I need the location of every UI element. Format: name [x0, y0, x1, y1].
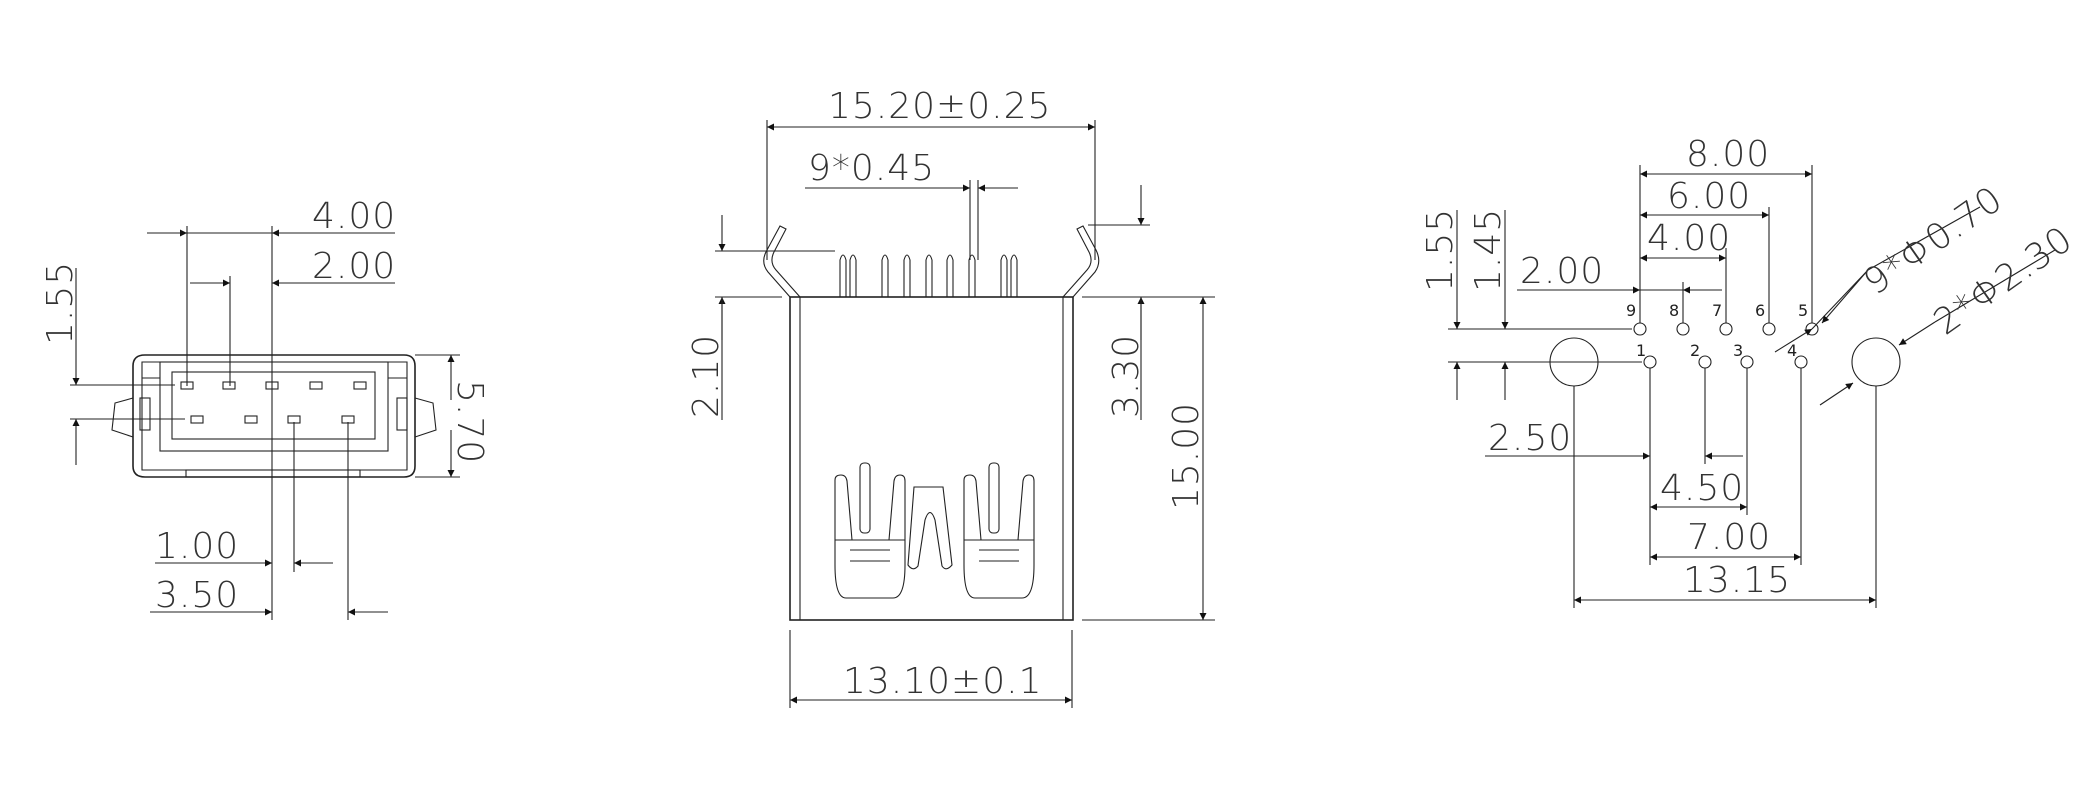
dim-4-00: 4.00 [312, 196, 396, 237]
dim-15-00: 15.00 [1166, 402, 1207, 510]
port-contacts [834, 462, 1035, 599]
dim-15-20: 15.20±0.25 [828, 86, 1051, 127]
dim-2-00: 2.00 [312, 246, 396, 287]
shell-body [789, 296, 1074, 621]
pin-label: 9 [1626, 301, 1636, 320]
dim-4-00: 4.00 [1647, 218, 1731, 259]
pin-tails [839, 254, 1018, 297]
pin-label: 8 [1669, 301, 1679, 320]
pin-label: 7 [1712, 301, 1722, 320]
dim-3-30: 3.30 [1106, 334, 1147, 418]
pin-holes-bottom [1643, 355, 1808, 369]
dim-1-45: 1.45 [1468, 208, 1509, 292]
pin-label: 4 [1787, 341, 1797, 360]
pin-label: 2 [1690, 341, 1700, 360]
dim-7-00: 7.00 [1687, 517, 1771, 558]
dim-5-70: 5.70 [449, 380, 490, 464]
pcb-layout: 9 8 7 6 5 1 2 3 4 8.00 6.00 4.00 2.00 1.… [1420, 134, 2080, 608]
pin-row-top [180, 381, 367, 390]
pin-label: 1 [1636, 341, 1646, 360]
dim-2-50: 2.50 [1488, 418, 1572, 459]
front-view: 4.00 2.00 1.55 5.70 1.00 3.50 [40, 196, 490, 620]
dim-13-10: 13.10±0.1 [843, 661, 1042, 702]
mount-hole-right [1851, 337, 1901, 387]
dim-1-00: 1.00 [155, 526, 239, 567]
pin-holes-top [1633, 322, 1819, 336]
side-view: 15.20±0.25 9*0.45 2.10 3.30 15.00 13.10±… [686, 86, 1215, 708]
dim-2-00: 2.00 [1520, 251, 1604, 292]
dim-2-10: 2.10 [686, 334, 727, 418]
dim-1-55: 1.55 [1420, 208, 1461, 292]
pin-label: 6 [1755, 301, 1765, 320]
dim-3-50: 3.50 [155, 575, 239, 616]
housing-outline [132, 354, 416, 478]
pin-label: 3 [1733, 341, 1743, 360]
dim-1-55: 1.55 [40, 261, 81, 345]
dim-9x0-45: 9*0.45 [808, 148, 935, 189]
dim-4-50: 4.50 [1660, 468, 1744, 509]
dim-8-00: 8.00 [1686, 134, 1770, 175]
dim-6-00: 6.00 [1667, 176, 1751, 217]
pin-label: 5 [1798, 301, 1808, 320]
dim-13-15: 13.15 [1683, 560, 1791, 601]
